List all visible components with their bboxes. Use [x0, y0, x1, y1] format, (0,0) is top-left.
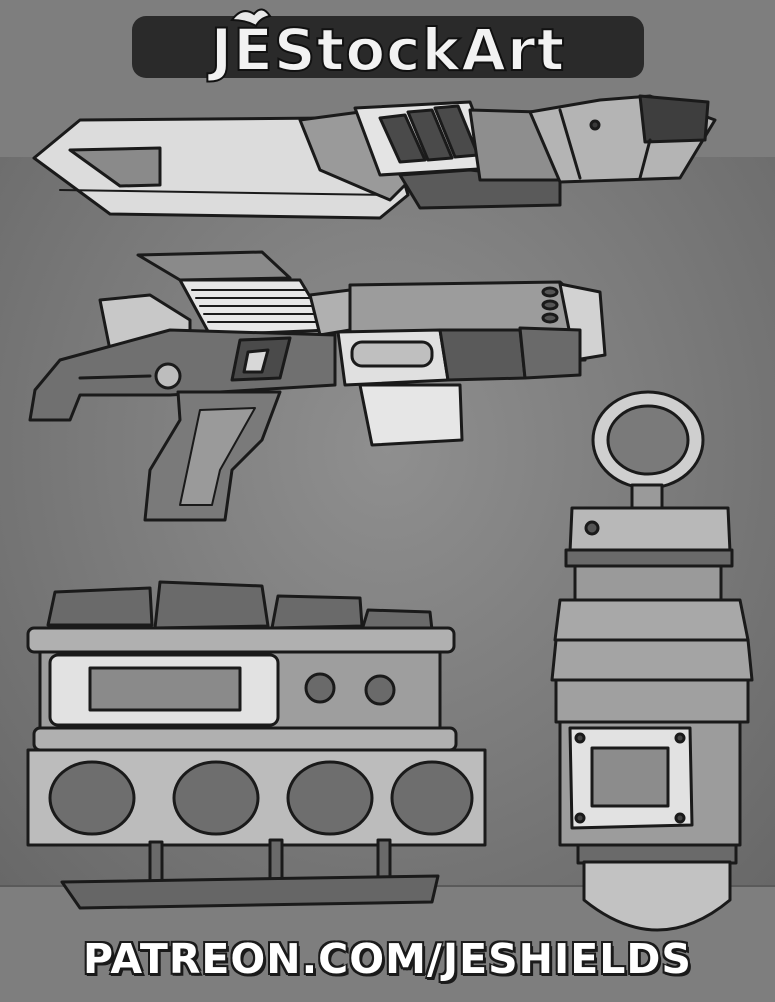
combat-knife-illustration — [32, 94, 717, 220]
blaster-gun-illustration — [28, 250, 607, 522]
dragon-icon — [230, 8, 272, 28]
grenade-illustration — [550, 390, 754, 932]
patreon-url: PATREON.COM/JESHIELDS — [83, 935, 692, 983]
svg-text:JEStockArt: JEStockArt — [207, 16, 566, 84]
jestockart-logo: JEStockArt — [132, 8, 644, 85]
brass-knuckles-illustration — [26, 580, 487, 910]
